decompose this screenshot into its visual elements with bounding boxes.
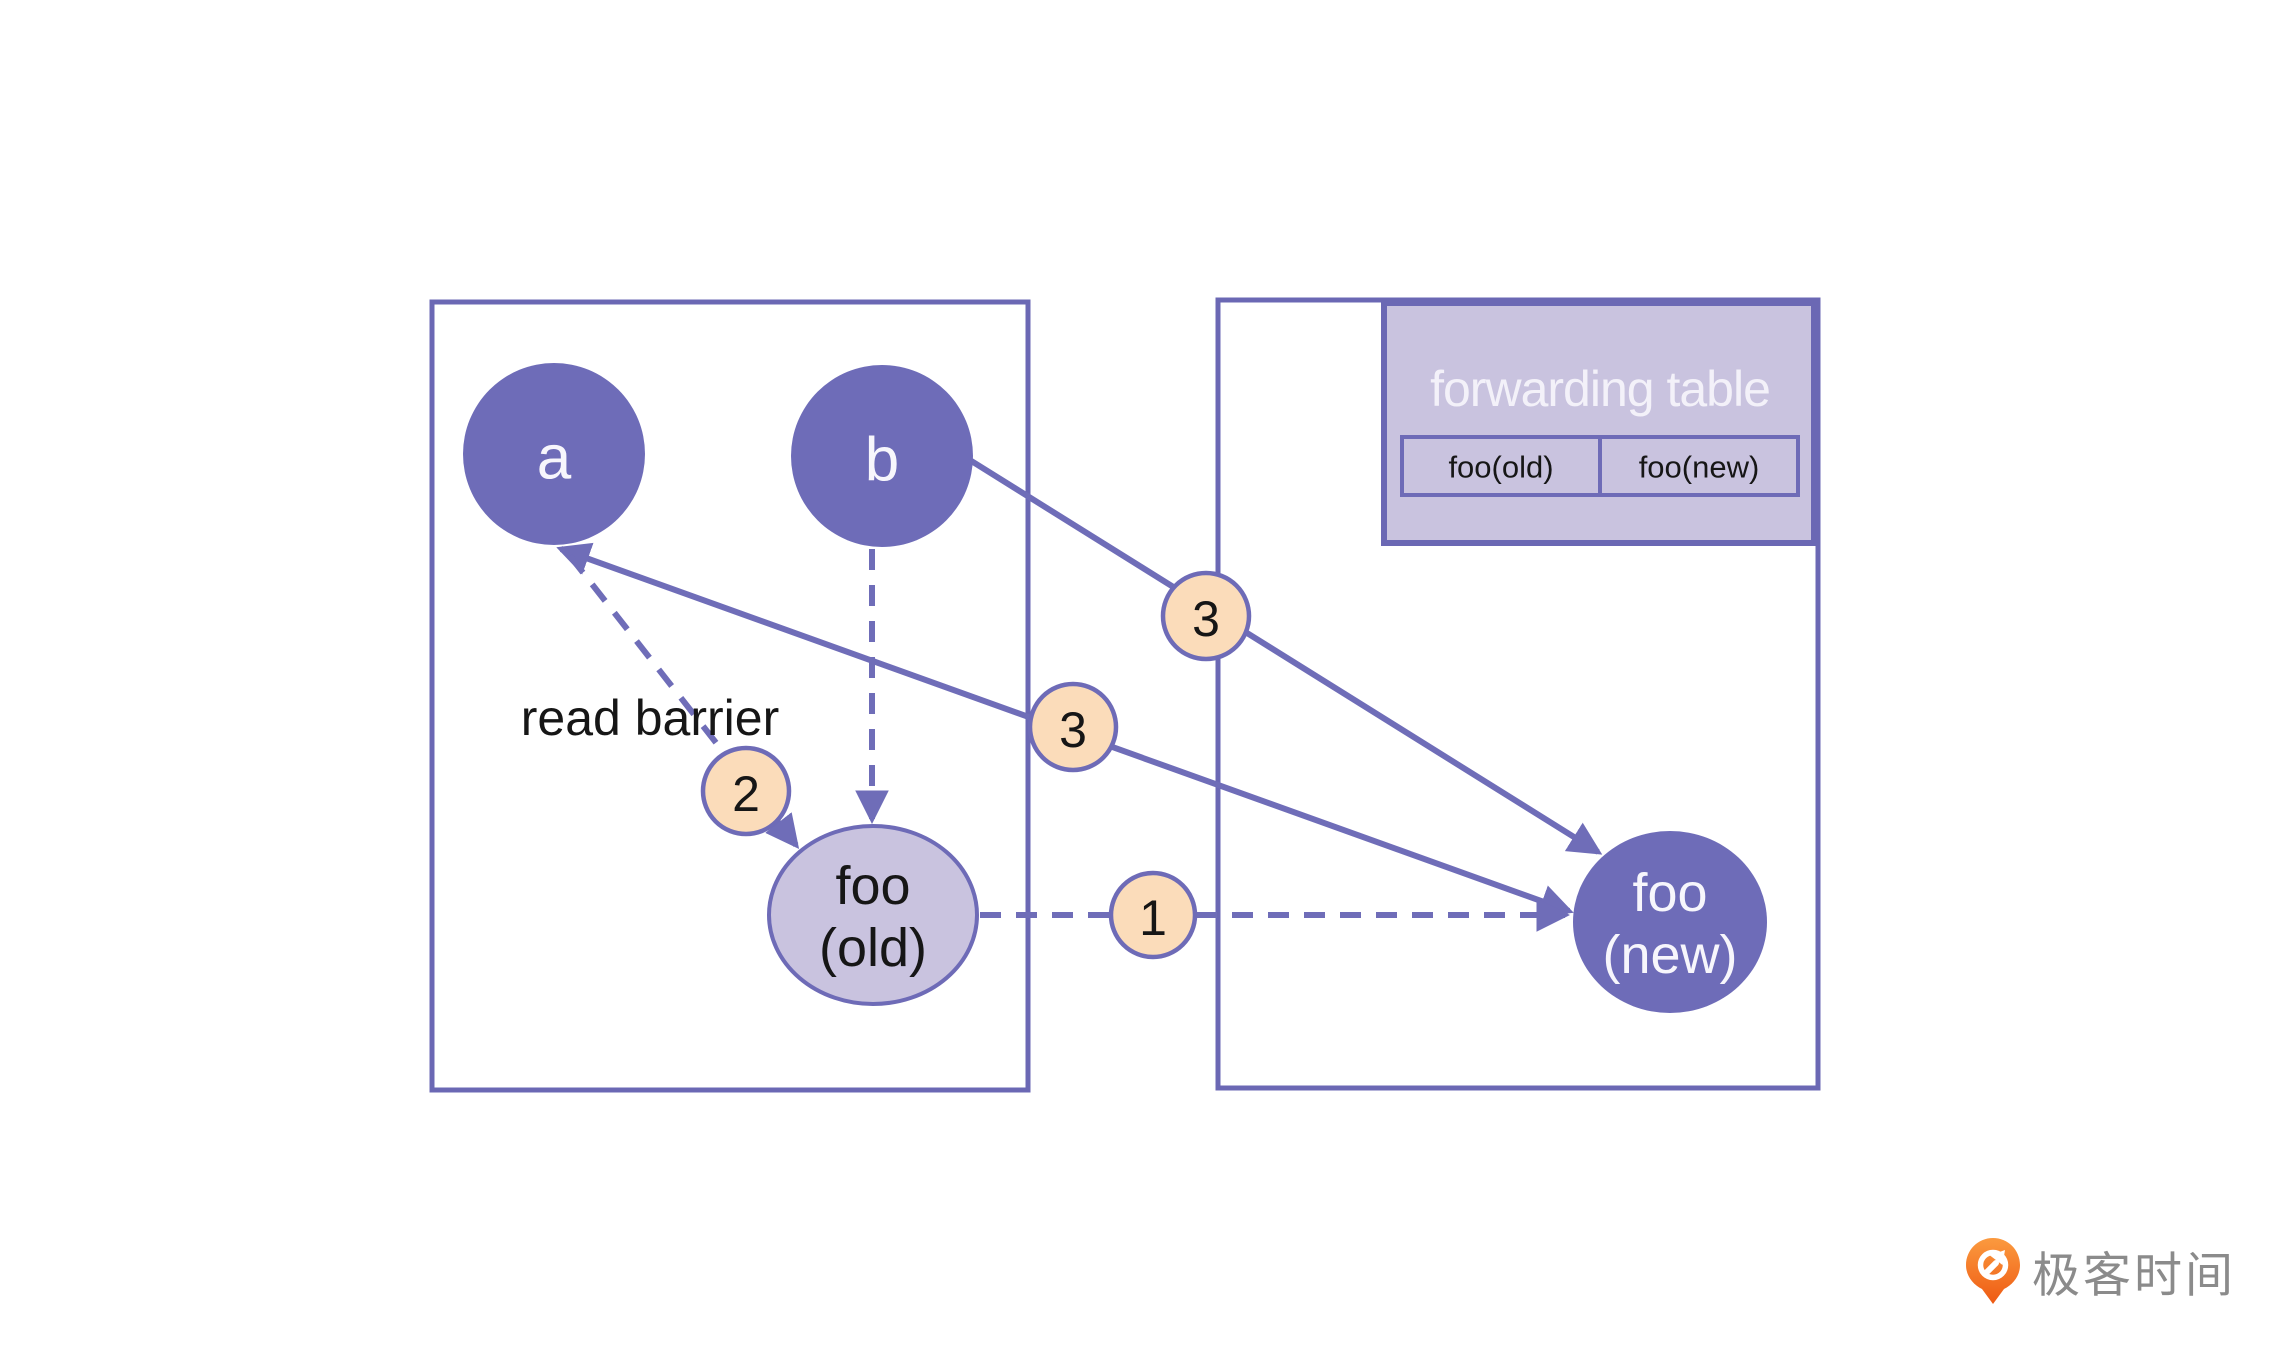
forwarding-table-cell-new <box>1598 435 1800 497</box>
badge-step-2-number: 2 <box>732 766 760 822</box>
node-a-circle <box>463 363 645 545</box>
badge-step-3-lower-number: 3 <box>1059 702 1087 758</box>
forwarding-table: forwarding table foo(old) foo(new) <box>1381 300 1817 546</box>
badge-step-3-upper-circle <box>1160 570 1252 662</box>
badge-step-3-upper-number: 3 <box>1192 591 1220 647</box>
badge-step-1-circle <box>1108 870 1198 960</box>
node-a: a <box>463 363 645 545</box>
node-foo-new: foo (new) <box>1573 831 1767 1013</box>
read-barrier-label: read barrier <box>521 690 779 746</box>
badge-step-1-number: 1 <box>1139 890 1167 946</box>
geektime-logo-text: 极客时间 <box>2032 1250 2236 1303</box>
badge-step-2: 2 <box>700 745 792 837</box>
forwarding-table-cell-old-label: foo(old) <box>1448 450 1553 485</box>
node-foo-new-label-line2: (new) <box>1602 925 1737 985</box>
node-a-label: a <box>537 424 572 493</box>
forwarding-table-cell-new-label: foo(new) <box>1639 450 1760 485</box>
node-foo-old-label-line1: foo <box>835 856 910 916</box>
geektime-pin-icon <box>1966 1238 2020 1304</box>
badge-step-3-upper: 3 <box>1160 570 1252 662</box>
node-foo-old: foo (old) <box>767 824 979 1006</box>
node-foo-new-label-line1: foo <box>1632 863 1707 923</box>
node-b-label: b <box>865 426 899 495</box>
geektime-logo: 极客时间 <box>1966 1238 2236 1304</box>
forwarding-table-title: forwarding table <box>1430 361 1770 417</box>
forwarding-table-box <box>1381 300 1817 546</box>
node-foo-old-ellipse <box>767 824 979 1006</box>
node-foo-new-ellipse <box>1573 831 1767 1013</box>
node-foo-old-label-line2: (old) <box>819 918 927 978</box>
node-b: b <box>791 365 973 547</box>
badge-step-1: 1 <box>1108 870 1198 960</box>
node-b-circle <box>791 365 973 547</box>
badge-step-2-circle <box>700 745 792 837</box>
badge-step-3-lower-circle <box>1027 681 1119 773</box>
badge-step-3-lower: 3 <box>1027 681 1119 773</box>
